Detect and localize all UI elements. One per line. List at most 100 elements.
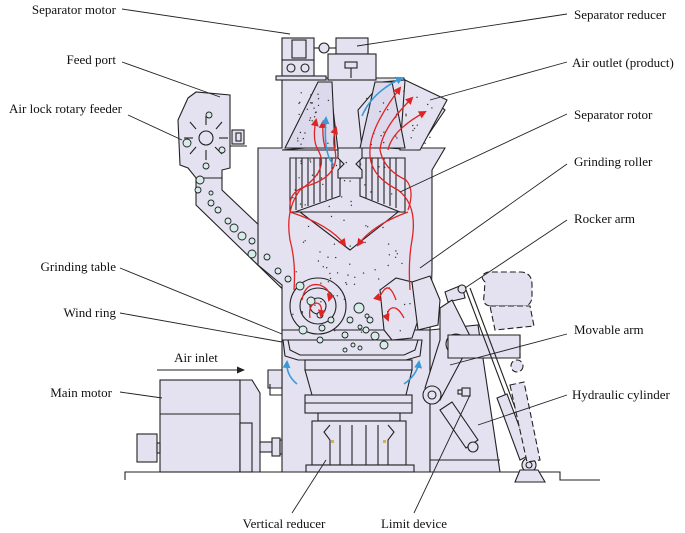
dust-dot (339, 178, 341, 180)
dust-dot (302, 137, 305, 140)
dust-dot (409, 303, 411, 305)
dust-dot (300, 160, 302, 162)
dust-dot (384, 166, 386, 168)
dust-dot (327, 281, 330, 283)
dust-dot (387, 243, 390, 245)
dust-dot (367, 112, 369, 114)
dust-dot (367, 226, 369, 228)
dust-dot (314, 304, 316, 306)
dust-dot (343, 298, 345, 300)
material-particles (182, 111, 389, 353)
dust-dot (405, 113, 407, 116)
dust-dot (309, 117, 312, 119)
dust-dot (315, 111, 317, 113)
dust-dot (320, 282, 322, 284)
dust-dot (307, 225, 310, 228)
label-wind-ring: Wind ring (63, 305, 116, 320)
dust-dot (298, 177, 300, 179)
dust-dot (410, 137, 412, 139)
dust-dot (416, 124, 418, 126)
label-separator-reducer: Separator reducer (574, 7, 667, 22)
dust-dot (399, 330, 401, 332)
dust-dot (304, 204, 306, 206)
label-hydraulic-cylinder: Hydraulic cylinder (572, 387, 670, 402)
dust-dot (431, 107, 433, 109)
separator-motor (275, 37, 336, 81)
dust-dot (353, 283, 356, 285)
dust-dot (329, 272, 331, 275)
dust-dot (301, 311, 303, 313)
label-air-lock-rotary-feeder: Air lock rotary feeder (9, 101, 123, 116)
dust-dot (394, 256, 397, 258)
dust-dot (320, 125, 323, 127)
dust-dot (309, 161, 312, 163)
dust-dot (298, 113, 300, 116)
dust-dot (335, 256, 337, 259)
dust-dot (383, 131, 385, 133)
product-flow-arrows (288, 86, 427, 322)
dust-dot (388, 254, 391, 256)
separator-reducer (327, 37, 377, 81)
dust-dot (403, 303, 406, 306)
dust-dot (412, 129, 414, 132)
dust-dot (322, 183, 324, 186)
dust-dot (412, 124, 414, 127)
arm-alternate-position (481, 271, 541, 463)
label-main-motor: Main motor (50, 385, 112, 400)
dust-dot (313, 107, 315, 109)
dust-dot (364, 241, 366, 244)
dust-dot (300, 162, 302, 165)
dust-dot (374, 269, 376, 271)
label-separator-motor: Separator motor (32, 2, 117, 17)
dust-dot (379, 110, 381, 113)
dust-dot (326, 267, 328, 269)
dust-dot (343, 219, 345, 221)
dust-dot (354, 276, 356, 278)
grinding-roller-right (379, 275, 441, 341)
dust-dot (319, 251, 321, 253)
vertical-reducer (304, 369, 415, 473)
dust-dot (320, 177, 323, 179)
main-motor (136, 379, 261, 473)
dust-dot (427, 103, 429, 106)
rocker-arm-assembly (422, 284, 546, 483)
dust-dot (396, 137, 398, 139)
dust-dot (359, 163, 362, 165)
dust-dot (300, 92, 302, 94)
dust-dot (301, 312, 304, 314)
dust-dot (297, 140, 299, 142)
dust-dot (299, 131, 302, 134)
dust-dot (292, 313, 294, 315)
dust-dot (347, 274, 349, 276)
dust-dot (365, 225, 367, 227)
dust-dot (395, 250, 397, 252)
dust-dot (349, 180, 351, 182)
dust-dot (383, 141, 385, 144)
dust-dot (349, 263, 351, 265)
dust-dot (330, 215, 333, 218)
dust-dot (364, 184, 366, 186)
dust-dot (298, 102, 300, 105)
leader-lines (119, 8, 568, 514)
separator-cones (284, 81, 406, 251)
dust-dot (350, 200, 352, 203)
dust-dot (391, 193, 393, 195)
label-separator-rotor: Separator rotor (574, 107, 653, 122)
dust-dot (310, 102, 313, 104)
dust-dot (311, 120, 313, 122)
dust-dot (328, 205, 330, 208)
dust-dot (424, 142, 426, 144)
dust-dot (317, 98, 320, 100)
dust-dot (403, 90, 405, 93)
dust-dot (387, 264, 389, 267)
dust-dot (396, 253, 398, 255)
dust-dot (413, 127, 416, 130)
dust-dot (341, 196, 343, 198)
dust-dot (362, 272, 365, 274)
dust-dot (304, 240, 306, 242)
dust-dot (317, 260, 320, 262)
dust-dot (327, 142, 329, 144)
dust-dot (343, 180, 346, 182)
dust-dot (387, 109, 389, 111)
